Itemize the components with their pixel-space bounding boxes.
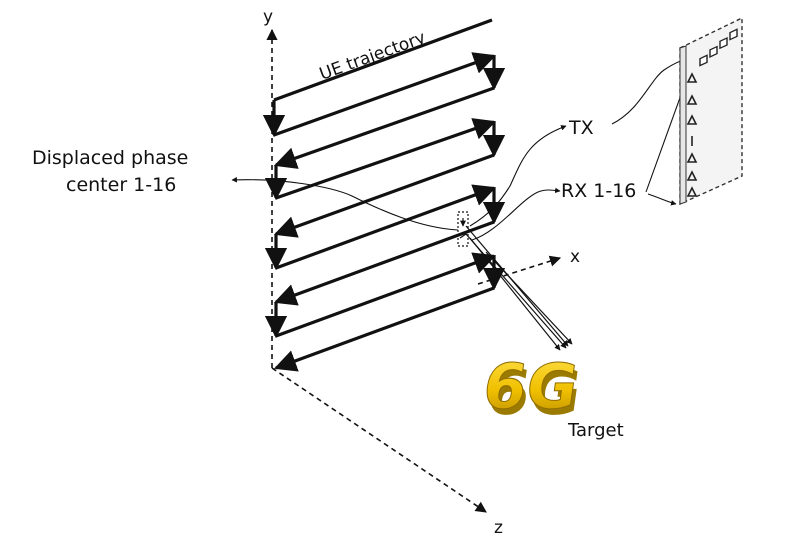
z-axis — [271, 367, 487, 513]
tx-leader-line — [469, 125, 567, 227]
rx-to-panel-line-2 — [647, 193, 677, 206]
y-axis-label: y — [263, 7, 273, 27]
rx-leader-line — [471, 187, 561, 241]
x-axis-label: x — [570, 247, 580, 267]
target-logo-shadow: 6G — [482, 356, 586, 429]
target-rays — [465, 225, 573, 351]
displaced-phase-center-label-line1: Displaced phase — [32, 147, 188, 169]
z-axis-label: z — [494, 518, 503, 538]
ue-trajectory-label: UE trajectory — [317, 28, 428, 85]
target-logo-text: 6G — [479, 350, 583, 423]
axes — [266, 28, 562, 513]
phase-center-cluster — [457, 211, 469, 247]
triangle-antenna-icon — [686, 72, 698, 197]
target-label: Target — [567, 420, 624, 441]
phase-center-leader-line — [231, 177, 459, 231]
tx-label: TX — [568, 117, 594, 139]
square-antenna-icon — [699, 28, 738, 67]
ue-trajectory-path — [262, 18, 506, 372]
displaced-phase-center-label-line2: center 1-16 — [66, 174, 176, 196]
target-6g-logo: 6G 6G — [478, 350, 586, 429]
rx-label: RX 1-16 — [561, 180, 636, 202]
antenna-panel — [679, 16, 743, 206]
